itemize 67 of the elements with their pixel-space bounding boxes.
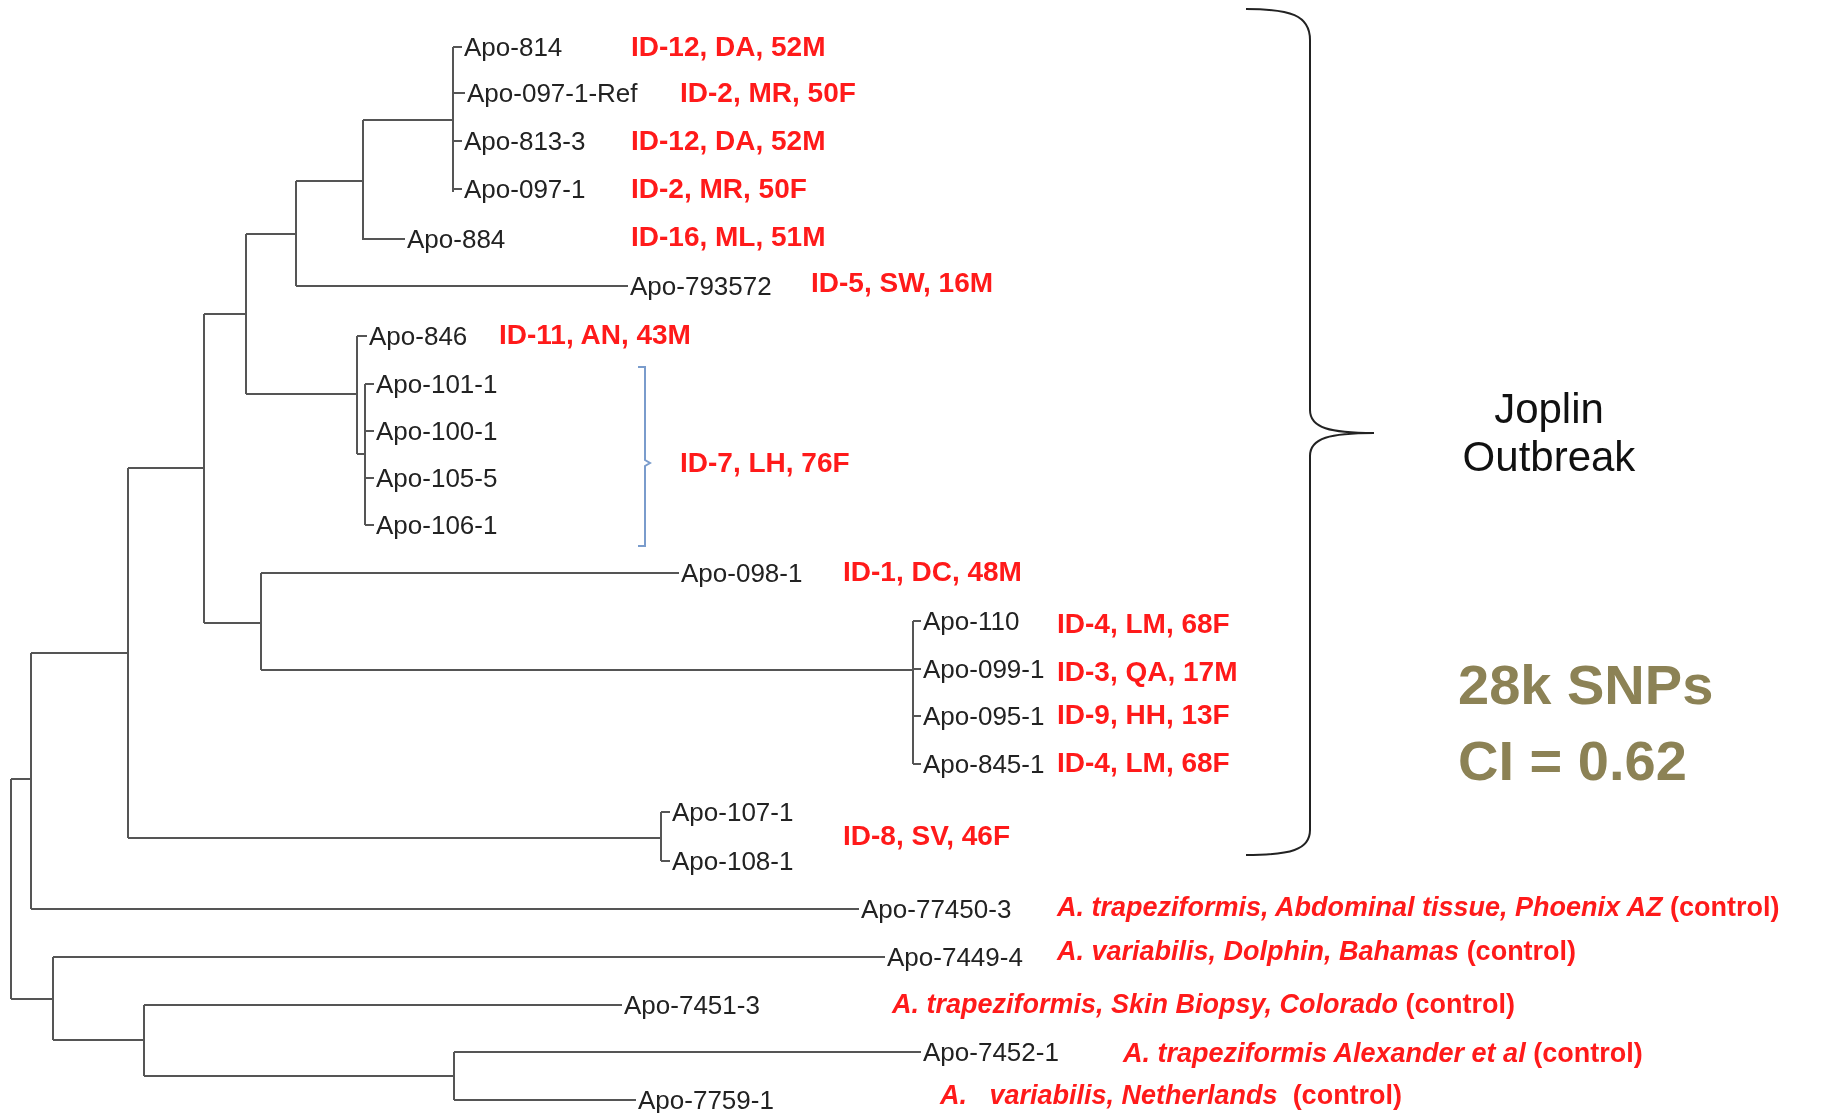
leaf-label: Apo-7452-1	[923, 1037, 1059, 1067]
patient-annotation: ID-11, AN, 43M	[499, 319, 691, 351]
leaf-label: Apo-77450-3	[861, 894, 1012, 924]
control-annotation: A. trapeziformis Alexander et al (control)	[1123, 1039, 1643, 1069]
patient-annotation: ID-12, DA, 52M	[631, 125, 826, 157]
patient-annotation: ID-8, SV, 46F	[843, 820, 1011, 852]
patient-annotation: ID-3, QA, 17M	[1057, 656, 1238, 688]
leaf-label: Apo-846	[369, 321, 468, 351]
patient-annotation: ID-5, SW, 16M	[811, 267, 994, 299]
leaf-label: Apo-7451-3	[624, 990, 760, 1020]
leaf-label: Apo-814	[464, 32, 563, 62]
tree-branch	[295, 285, 629, 287]
patient-annotation: ID-9, HH, 13F	[1057, 699, 1230, 731]
tree-branch	[452, 46, 463, 48]
patient-annotation: ID-2, MR, 50F	[631, 173, 807, 205]
leaf-label: Apo-110	[923, 606, 1020, 636]
tree-branch	[453, 1099, 637, 1101]
group-label: Joplin Outbreak	[1461, 384, 1637, 482]
tree-branch	[143, 1004, 623, 1006]
tree-branch	[453, 1051, 922, 1053]
tree-branch	[452, 188, 463, 190]
tree-branch	[912, 668, 922, 670]
tree-branch	[364, 524, 375, 526]
leaf-label: Apo-099-1	[923, 654, 1045, 684]
leaf-label: Apo-107-1	[672, 797, 794, 827]
tree-branch	[364, 477, 375, 479]
leaf-label: Apo-101-1	[376, 369, 498, 399]
patient-annotation: ID-1, DC, 48M	[843, 556, 1022, 588]
control-annotation: A. variabilis, Dolphin, Bahamas (control)	[1057, 937, 1577, 967]
statistic-label: 28k SNPs	[1458, 652, 1714, 718]
tree-branch	[362, 238, 406, 240]
tree-branch	[452, 140, 463, 142]
leaf-label: Apo-098-1	[681, 558, 803, 588]
patient-annotation: ID-4, LM, 68F	[1057, 747, 1230, 779]
control-annotation: A. variabilis, Netherlands (control)	[940, 1081, 1403, 1111]
leaf-label: Apo-097-1-Ref	[467, 78, 638, 108]
statistic-label: CI = 0.62	[1458, 728, 1687, 794]
leaf-label: Apo-097-1	[464, 174, 586, 204]
tree-branch	[912, 763, 922, 765]
tree-branch	[912, 620, 922, 622]
tree-branch	[364, 430, 375, 432]
tree-branch	[660, 860, 671, 862]
leaf-label: Apo-106-1	[376, 510, 498, 540]
leaf-label: Apo-095-1	[923, 701, 1045, 731]
leaf-label: Apo-813-3	[464, 126, 586, 156]
tree-branch	[356, 335, 368, 337]
tree-branch	[660, 811, 671, 813]
leaf-label: Apo-105-5	[376, 463, 498, 493]
tree-branch	[30, 908, 860, 910]
leaf-label: Apo-100-1	[376, 416, 498, 446]
leaf-label: Apo-108-1	[672, 846, 794, 876]
tree-branch	[52, 956, 886, 958]
tree-branch	[260, 572, 680, 574]
patient-annotation: ID-16, ML, 51M	[631, 221, 826, 253]
leaf-label: Apo-884	[407, 224, 506, 254]
leaf-label: Apo-7449-4	[887, 942, 1023, 972]
leaf-label: Apo-845-1	[923, 749, 1045, 779]
patient-annotation: ID-7, LH, 76F	[680, 447, 850, 479]
patient-annotation: ID-12, DA, 52M	[631, 31, 826, 63]
tree-branch	[912, 715, 922, 717]
tree-branch	[364, 383, 375, 385]
control-annotation: A. trapeziformis, Skin Biopsy, Colorado (control)	[892, 990, 1516, 1020]
tree-branch	[452, 92, 466, 94]
patient-annotation: ID-4, LM, 68F	[1057, 608, 1230, 640]
patient-annotation: ID-2, MR, 50F	[680, 77, 856, 109]
control-annotation: A. trapeziformis, Abdominal tissue, Phoenix AZ (control)	[1057, 893, 1780, 923]
leaf-label: Apo-793572	[630, 271, 772, 301]
